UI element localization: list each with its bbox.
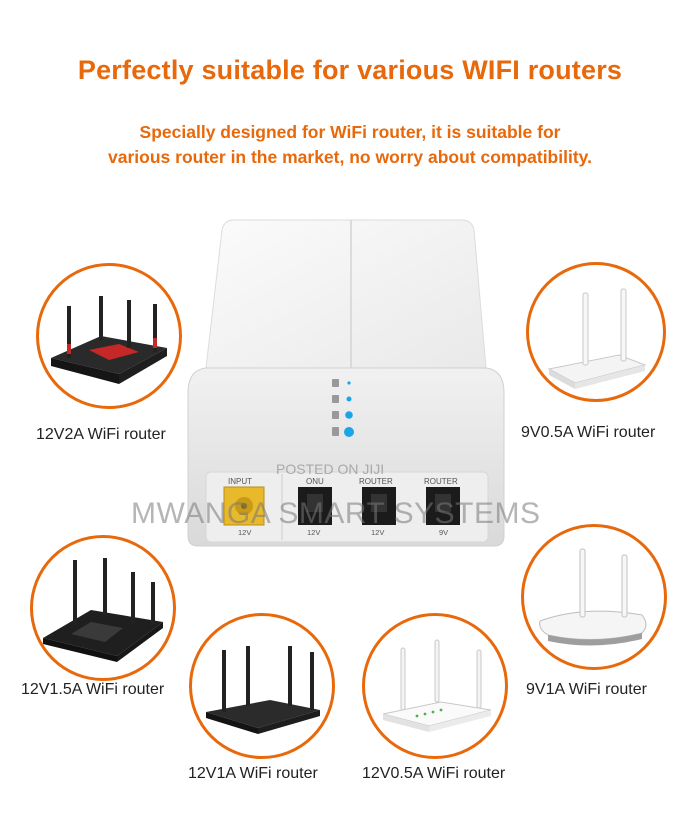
port-voltage-router-9v: 9V (439, 528, 449, 537)
port-label-router-12v: ROUTER (359, 477, 393, 486)
mini-ups-illustration (187, 219, 505, 547)
router-caption-9v0-5a: 9V0.5A WiFi router (521, 424, 656, 441)
router-caption-12v1-5a: 12V1.5A WiFi router (21, 681, 165, 698)
router-circle-12v1a (189, 613, 335, 759)
router-12v1-5a-icon (43, 558, 163, 662)
router-circle-12v0-5a (362, 613, 508, 759)
router-caption-12v2a: 12V2A WiFi router (36, 426, 166, 443)
port-voltage-router-12v: 12V (371, 528, 385, 537)
mini-ups-device: INPUT 12V ONU 12V ROUTER 12V ROUTER 9V (186, 218, 516, 548)
router-circle-12v2a (36, 263, 182, 409)
router-caption-9v1a: 9V1A WiFi router (526, 681, 647, 698)
router-9v1a-icon (539, 548, 647, 646)
router-12v0-5a-icon (382, 639, 492, 732)
subheadline-line-2: various router in the market, no worry a… (108, 147, 592, 167)
subheadline-line-1: Specially designed for WiFi router, it i… (139, 122, 561, 142)
port-label-router-9v: ROUTER (424, 477, 458, 486)
router-caption-12v0-5a: 12V0.5A WiFi router (362, 765, 506, 782)
router-9v0-5a-icon (547, 288, 647, 389)
router-12v2a-icon (51, 296, 167, 384)
router-circle-9v1a (521, 524, 667, 670)
port-label-input: INPUT (228, 477, 252, 486)
router-caption-12v1a: 12V1A WiFi router (188, 765, 318, 782)
router-12v1a-icon (206, 646, 320, 734)
port-voltage-input: 12V (238, 528, 252, 537)
led-indicators (332, 379, 354, 437)
router-circle-12v1-5a (30, 535, 176, 681)
headline: Perfectly suitable for various WIFI rout… (77, 55, 623, 85)
port-voltage-onu: 12V (307, 528, 321, 537)
router-circle-9v0-5a (526, 262, 666, 402)
port-label-onu: ONU (306, 477, 324, 486)
